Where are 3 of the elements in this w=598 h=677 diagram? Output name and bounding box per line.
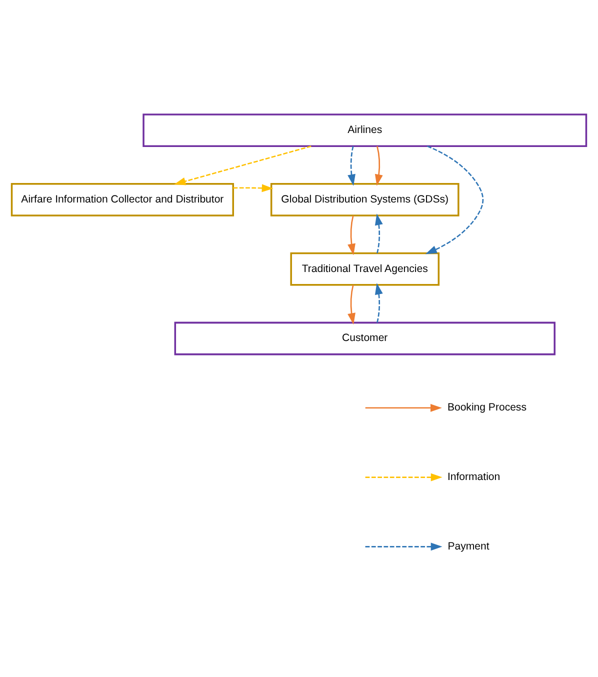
legend-label: Payment — [448, 540, 490, 552]
legend-label: Booking Process — [447, 402, 526, 414]
legend-label: Information — [447, 471, 500, 484]
